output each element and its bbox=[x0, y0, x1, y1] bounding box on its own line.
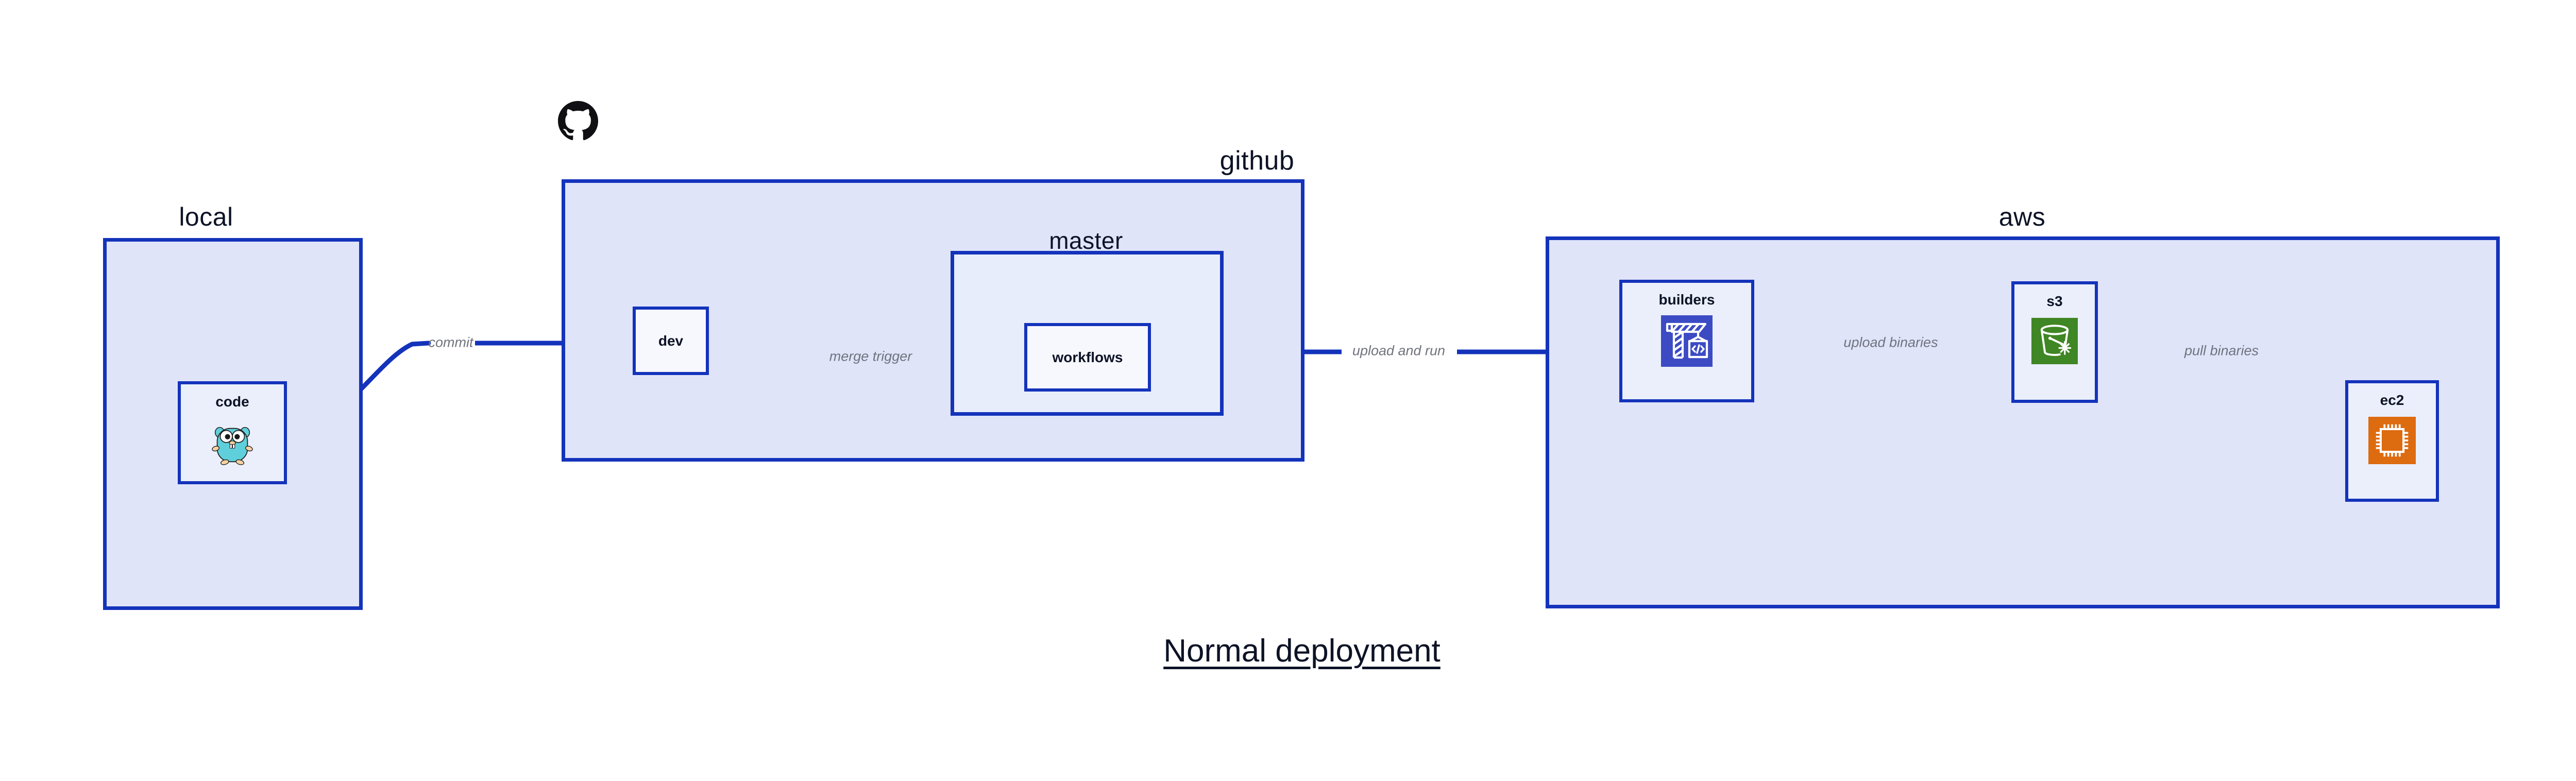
edge-label-upload-binaries: upload binaries bbox=[1843, 334, 1938, 350]
aws-s3-bucket-icon bbox=[2031, 318, 2078, 367]
node-label-code: code bbox=[215, 394, 249, 410]
group-label-master: master bbox=[1049, 227, 1123, 254]
go-gopher-icon bbox=[207, 417, 258, 470]
group-label-local: local bbox=[179, 202, 233, 231]
node-label-builders: builders bbox=[1658, 292, 1715, 308]
node-label-ec2: ec2 bbox=[2380, 392, 2404, 408]
node-dev[interactable]: dev bbox=[633, 307, 709, 375]
node-label-workflows: workflows bbox=[1052, 349, 1123, 365]
group-label-github: github bbox=[1219, 146, 1295, 176]
edge-label-commit: commit bbox=[428, 334, 473, 350]
aws-codebuild-icon bbox=[1661, 315, 1713, 369]
node-s3[interactable]: s3 bbox=[2011, 281, 2098, 403]
aws-ec2-chip-icon bbox=[2368, 417, 2416, 467]
node-ec2[interactable]: ec2 bbox=[2345, 380, 2439, 502]
edge-label-upload-and-run: upload and run bbox=[1352, 343, 1446, 359]
node-label-s3: s3 bbox=[2046, 293, 2063, 309]
node-label-dev: dev bbox=[658, 332, 684, 349]
node-builders[interactable]: builders bbox=[1619, 280, 1754, 402]
edge-label-merge-trigger: merge trigger bbox=[829, 348, 912, 364]
diagram-title: Normal deployment bbox=[1163, 633, 1440, 669]
node-code[interactable]: code bbox=[178, 381, 287, 484]
group-label-aws: aws bbox=[1998, 202, 2046, 231]
github-octocat-icon bbox=[558, 101, 598, 141]
node-workflows[interactable]: workflows bbox=[1024, 323, 1151, 392]
edge-label-pull-binaries: pull binaries bbox=[2184, 343, 2259, 359]
